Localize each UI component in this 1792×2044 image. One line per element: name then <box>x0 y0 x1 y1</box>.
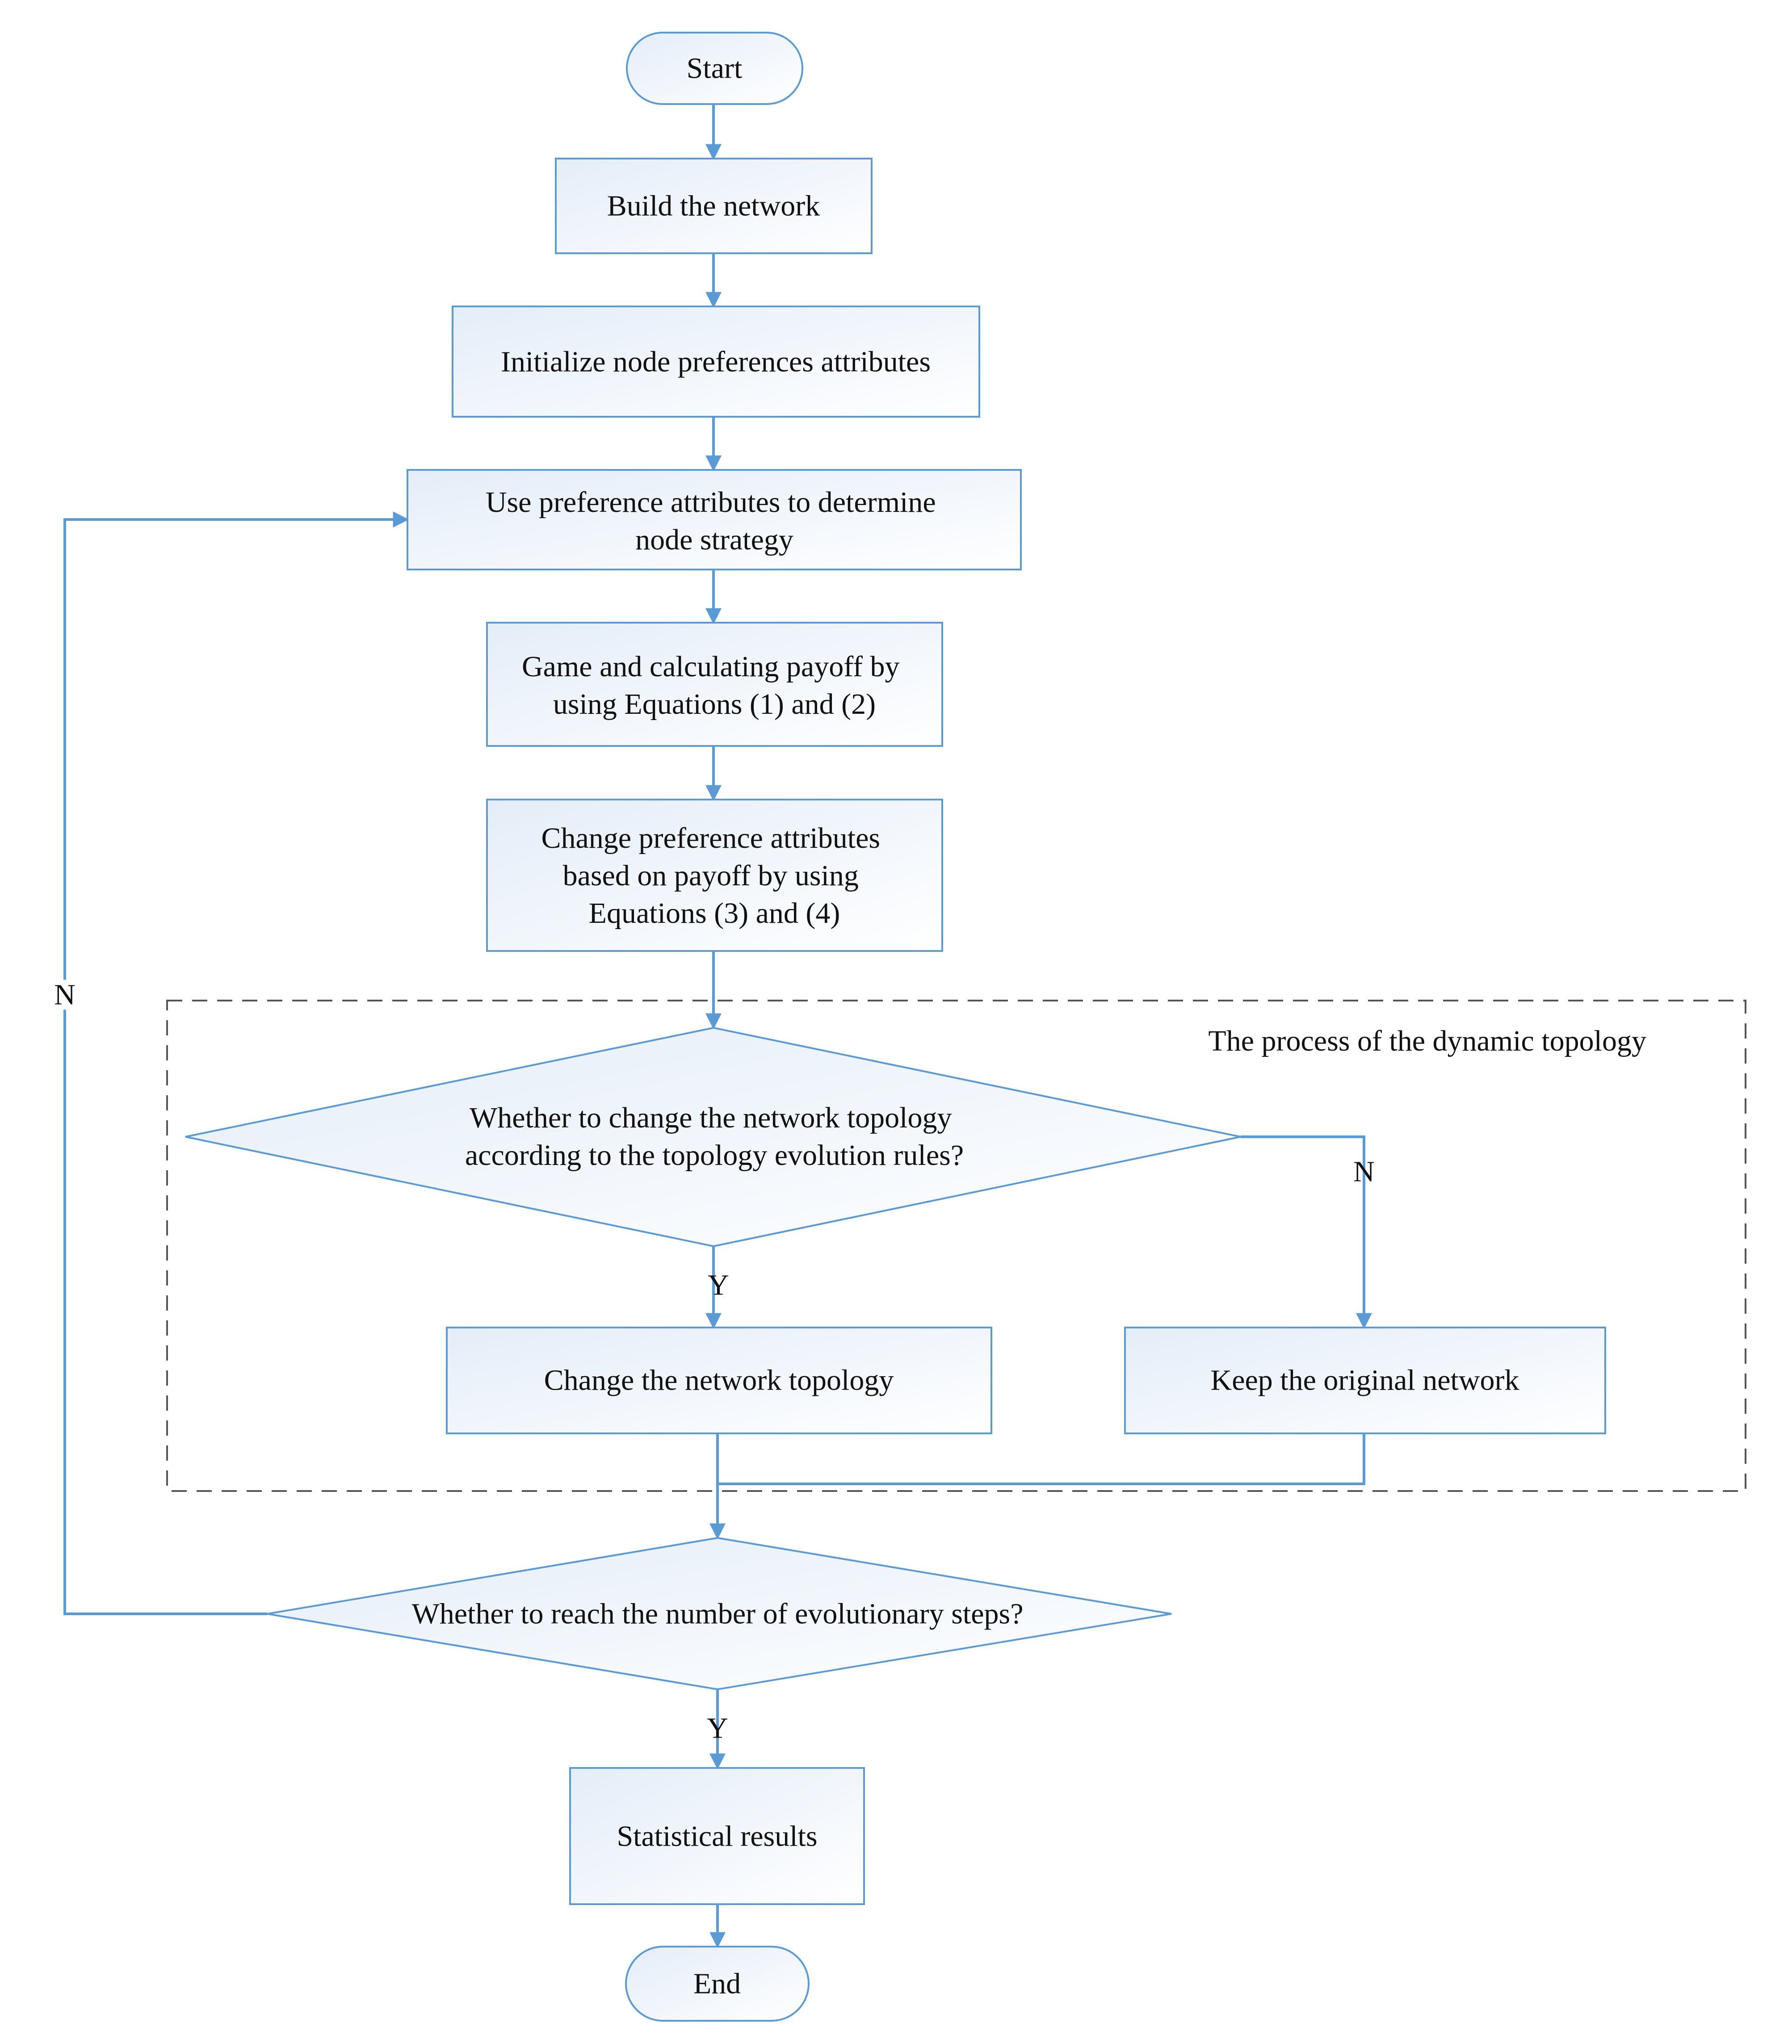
no-label-topology: N <box>1353 1156 1375 1188</box>
build-network-box <box>555 158 873 254</box>
dynamic-topology-group-label: The process of the dynamic topology <box>1208 1025 1646 1057</box>
determine-strategy-label: Use preference attributes to determine n… <box>486 486 943 556</box>
end-terminal <box>625 1946 810 2022</box>
change-preferences-line-3: Equations (3) and (4) <box>589 897 840 930</box>
change-topology-decision-line-1: Whether to change the network topology <box>470 1102 952 1134</box>
build-network-label: Build the network <box>607 190 820 222</box>
change-topology-decision-label: Whether to change the network topology a… <box>465 1102 964 1172</box>
keep-network-label: Keep the original network <box>1211 1364 1519 1397</box>
change-preferences-box <box>486 799 943 952</box>
game-payoff-box <box>486 622 943 747</box>
keep-network-box <box>1124 1327 1606 1434</box>
statistical-results-box <box>569 1767 865 1905</box>
statistical-results-label: Statistical results <box>617 1820 817 1853</box>
dynamic-topology-group <box>166 1000 1746 1492</box>
game-payoff-label: Game and calculating payoff by using Equ… <box>522 650 907 720</box>
yes-label-steps: Y <box>707 1712 728 1745</box>
init-preferences-label: Initialize node preferences attributes <box>501 346 931 378</box>
start-terminal <box>626 32 803 105</box>
arrow-decision-no-to-keep-network <box>1241 1135 1372 1329</box>
change-preferences-label: Change preference attributes based on pa… <box>541 822 887 930</box>
change-topology-label: Change the network topology <box>544 1364 894 1397</box>
init-preferences-box <box>452 306 980 418</box>
determine-strategy-box <box>407 469 1022 570</box>
start-label: Start <box>687 52 743 85</box>
evolution-steps-decision-label: Whether to reach the number of evolution… <box>412 1598 1024 1630</box>
no-label-loop: N <box>54 979 76 1011</box>
game-payoff-line-2: using Equations (1) and (2) <box>553 688 876 720</box>
determine-strategy-line-1: Use preference attributes to determine <box>486 486 936 519</box>
connector-keep-network-merge <box>718 1433 1365 1485</box>
evolution-steps-decision <box>267 1537 1172 1691</box>
change-topology-decision-line-2: according to the topology evolution rule… <box>465 1139 964 1172</box>
change-topology-box <box>446 1327 992 1434</box>
change-preferences-line-1: Change preference attributes <box>541 822 880 854</box>
arrow-steps-no-loop-back <box>63 511 409 1615</box>
end-label: End <box>693 1968 741 2000</box>
game-payoff-line-1: Game and calculating payoff by <box>522 650 899 683</box>
yes-label-topology: Y <box>708 1269 729 1302</box>
change-topology-decision <box>185 1026 1241 1248</box>
change-preferences-line-2: based on payoff by using <box>563 859 859 892</box>
determine-strategy-line-2: node strategy <box>635 524 793 556</box>
